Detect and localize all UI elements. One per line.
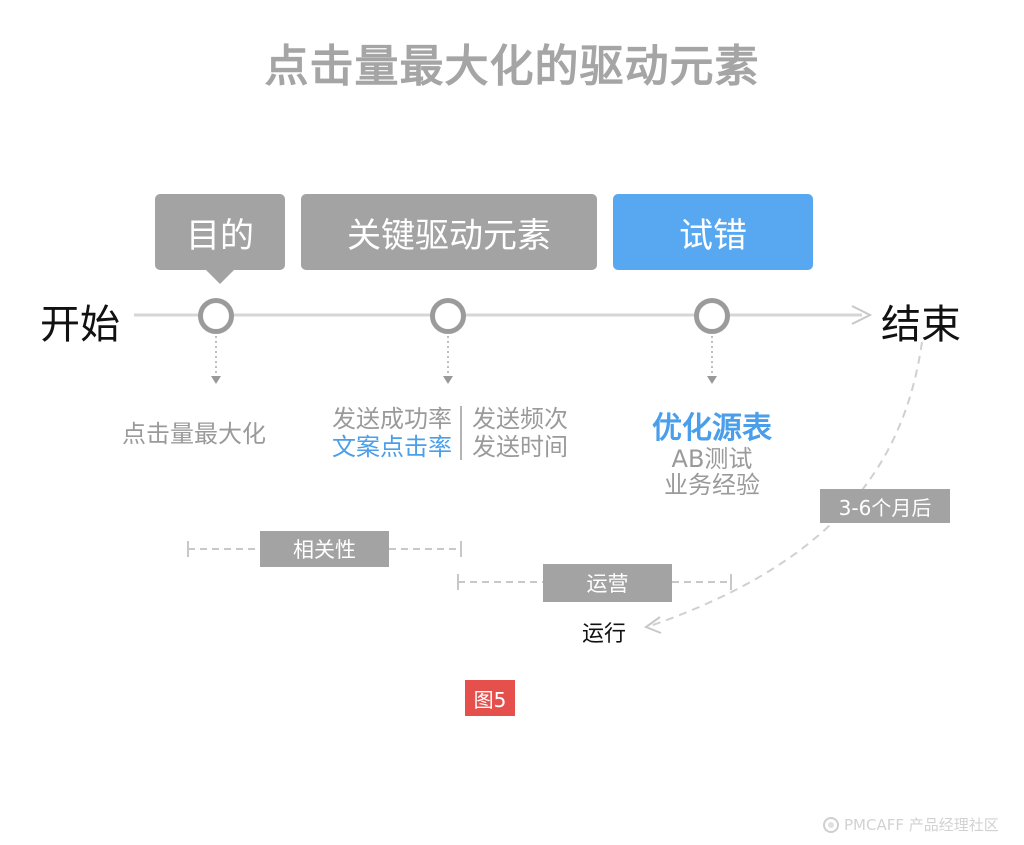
drop-arrowhead-goal — [211, 376, 221, 384]
drivers-right-group: 发送频次 发送时间 — [472, 405, 568, 461]
driver-send-time: 发送时间 — [472, 433, 568, 461]
timeline-arrowhead — [851, 305, 873, 325]
timeline-node-trial — [694, 298, 730, 334]
driver-copy-click-rate: 文案点击率 — [332, 433, 452, 461]
drop-arrowhead-trial — [707, 376, 717, 384]
stage-goal: 目的 — [155, 194, 285, 284]
correlation-tag: 相关性 — [260, 531, 389, 567]
timeline-node-goal — [198, 298, 234, 334]
figure-badge: 图5 — [465, 680, 515, 716]
timeline-node-drivers — [430, 298, 466, 334]
stage-drivers: 关键驱动元素 — [301, 194, 597, 270]
operation-tag: 运营 — [543, 564, 672, 602]
timeline-end: 结束 — [881, 302, 961, 348]
driver-send-frequency: 发送频次 — [472, 405, 568, 433]
drivers-left-group: 发送成功率 文案点击率 — [322, 405, 452, 461]
drop-arrowhead-drivers — [443, 376, 453, 384]
return-curve — [649, 341, 923, 627]
run-label: 运行 — [582, 622, 627, 647]
trial-detail-group: 优化源表 AB测试 业务经验 — [612, 411, 812, 499]
watermark-logo-icon — [823, 816, 839, 833]
watermark: PMCAFF 产品经理社区 — [822, 814, 999, 835]
goal-detail: 点击量最大化 — [122, 420, 266, 448]
stage-goal-label: 目的 — [186, 215, 254, 256]
trial-ab-test: AB测试 — [671, 445, 753, 473]
driver-send-success-rate: 发送成功率 — [332, 405, 452, 433]
after-months-tag: 3-6个月后 — [820, 489, 950, 523]
page-title: 点击量最大化的驱动元素 — [264, 41, 760, 92]
stage-drivers-label: 关键驱动元素 — [347, 215, 551, 256]
stage-trial-label: 试错 — [679, 215, 747, 256]
timeline-start: 开始 — [40, 302, 120, 348]
trial-main: 优化源表 — [652, 411, 772, 446]
return-arrowhead — [643, 616, 662, 634]
watermark-text: PMCAFF 产品经理社区 — [844, 816, 999, 834]
stage-goal-pointer — [206, 270, 234, 284]
stage-trial: 试错 — [613, 194, 813, 270]
trial-business-experience: 业务经验 — [664, 471, 760, 499]
